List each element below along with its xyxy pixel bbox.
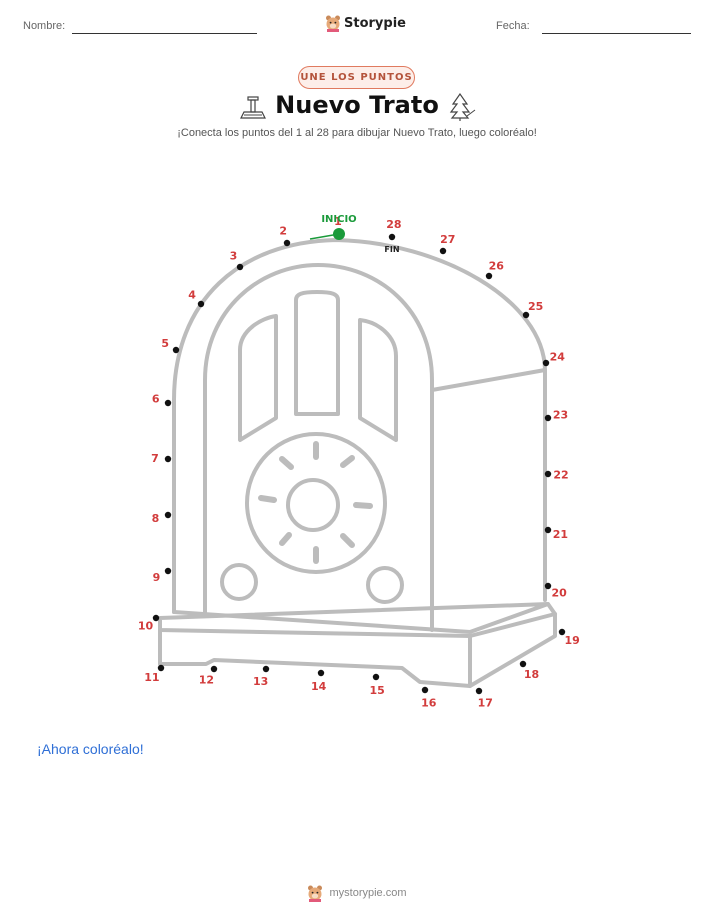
dot-label-12: 12 xyxy=(199,674,214,687)
dot-11[interactable] xyxy=(157,664,165,672)
dot-8[interactable] xyxy=(164,511,172,519)
bear-icon xyxy=(308,885,323,902)
dot-24[interactable] xyxy=(542,359,550,367)
dot-13[interactable] xyxy=(262,665,270,673)
date-line[interactable] xyxy=(542,33,691,34)
date-label: Fecha: xyxy=(496,20,530,32)
name-label: Nombre: xyxy=(23,20,66,32)
dot-21[interactable] xyxy=(544,526,552,534)
dot-label-6: 6 xyxy=(152,393,160,406)
dot-7[interactable] xyxy=(164,455,172,463)
footer: mystorypie.com xyxy=(0,884,714,902)
dot-label-25: 25 xyxy=(528,300,543,313)
dot-28[interactable] xyxy=(388,233,396,241)
dot-label-21: 21 xyxy=(553,528,568,541)
dot-1[interactable] xyxy=(333,228,345,240)
dot-12[interactable] xyxy=(210,665,218,673)
dot-20[interactable] xyxy=(544,582,552,590)
dot-4[interactable] xyxy=(197,300,205,308)
dot-label-22: 22 xyxy=(553,468,568,481)
dot-2[interactable] xyxy=(283,239,291,247)
dot-27[interactable] xyxy=(439,247,447,255)
dot-label-26: 26 xyxy=(489,259,505,272)
brand-logo: Storypie xyxy=(325,13,406,33)
dot-label-24: 24 xyxy=(550,351,566,364)
dot-label-16: 16 xyxy=(421,696,437,709)
name-line[interactable] xyxy=(72,33,257,34)
dot-label-18: 18 xyxy=(524,668,539,681)
dot-label-11: 11 xyxy=(144,671,159,684)
dot-15[interactable] xyxy=(372,673,380,681)
page-title: Nuevo Trato xyxy=(275,91,439,119)
dot-16[interactable] xyxy=(421,686,429,694)
dot-label-15: 15 xyxy=(370,684,385,697)
dot-label-3: 3 xyxy=(230,250,238,263)
dot-label-5: 5 xyxy=(161,337,169,350)
dot-label-14: 14 xyxy=(311,680,327,693)
dot-23[interactable] xyxy=(544,414,552,422)
dot-5[interactable] xyxy=(172,346,180,354)
color-prompt: ¡Ahora coloréalo! xyxy=(37,741,144,757)
dot-19[interactable] xyxy=(558,628,566,636)
dot-label-17: 17 xyxy=(478,696,493,709)
dot-9[interactable] xyxy=(164,567,172,575)
dot-label-4: 4 xyxy=(188,289,196,302)
dot-label-2: 2 xyxy=(279,225,287,238)
dot-label-9: 9 xyxy=(153,571,161,584)
activity-badge: UNE LOS PUNTOS xyxy=(298,66,415,89)
dot-26[interactable] xyxy=(485,272,493,280)
dot-label-28: 28 xyxy=(386,218,401,231)
dot-14[interactable] xyxy=(317,669,325,677)
dot-10[interactable] xyxy=(152,614,160,622)
dot-label-10: 10 xyxy=(138,620,154,633)
start-label: INICIO xyxy=(321,214,356,225)
dot-label-20: 20 xyxy=(551,587,567,600)
dot-6[interactable] xyxy=(164,399,172,407)
dot-18[interactable] xyxy=(519,660,527,668)
brand-name: Storypie xyxy=(344,15,406,31)
dot-3[interactable] xyxy=(236,263,244,271)
tree-icon xyxy=(449,92,476,121)
instructions: ¡Conecta los puntos del 1 al 28 para dib… xyxy=(177,127,537,139)
dot-label-7: 7 xyxy=(151,452,159,465)
dot-label-23: 23 xyxy=(553,409,568,422)
dot-label-8: 8 xyxy=(152,512,160,525)
end-label: FIN xyxy=(384,245,399,254)
dot-17[interactable] xyxy=(475,687,483,695)
dot-label-27: 27 xyxy=(440,233,455,246)
dot-label-13: 13 xyxy=(253,675,268,688)
dot-25[interactable] xyxy=(522,311,530,319)
court-icon xyxy=(240,96,266,119)
bear-icon xyxy=(326,15,340,32)
dot-22[interactable] xyxy=(544,470,552,478)
footer-url[interactable]: mystorypie.com xyxy=(329,887,407,899)
dot-label-1: 1 xyxy=(334,215,342,228)
radio-outline xyxy=(158,238,557,688)
dot-label-19: 19 xyxy=(565,634,580,647)
